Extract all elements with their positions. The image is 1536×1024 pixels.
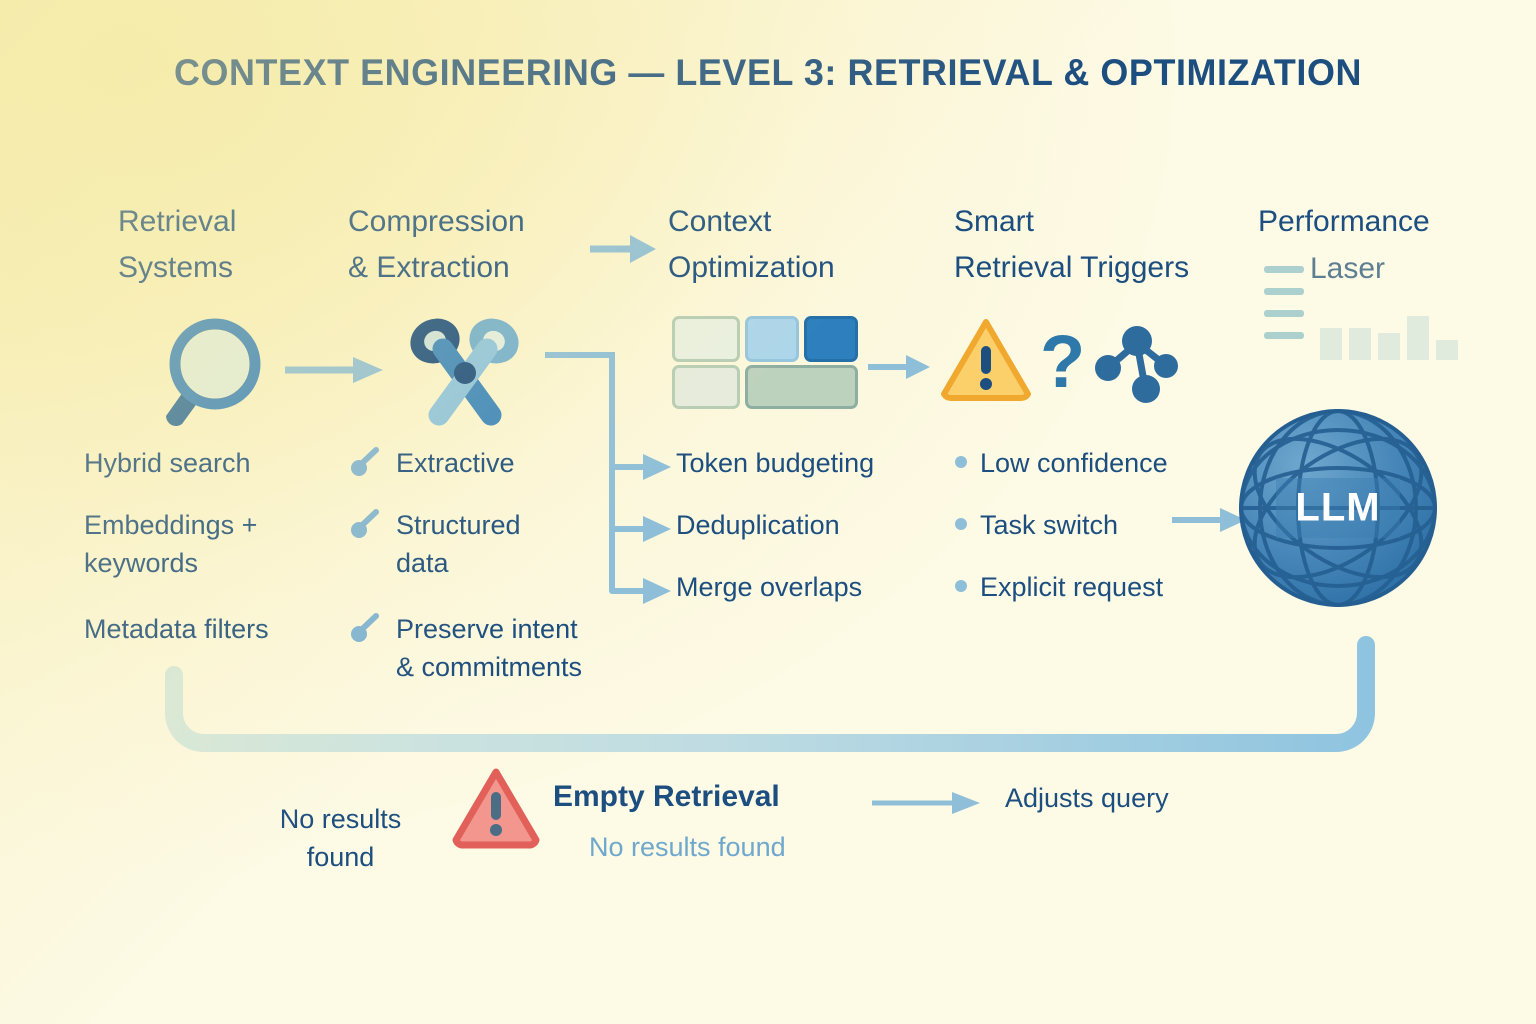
page-title: CONTEXT ENGINEERING — LEVEL 3: RETRIEVAL… — [174, 52, 1362, 93]
list-item: Deduplication — [676, 510, 840, 540]
perf-bar-4 — [1436, 340, 1458, 360]
network-nodes-icon — [1095, 325, 1179, 405]
list-item: Token budgeting — [676, 448, 875, 478]
perf-dash-3 — [1264, 332, 1304, 339]
list-item: Preserve intent & commitments — [396, 614, 583, 683]
perf-bar-1 — [1349, 328, 1371, 360]
perf-bar-chart — [1320, 310, 1458, 360]
list-item: Hybrid search — [84, 448, 251, 478]
column-header-performance: Performance — [1258, 205, 1430, 238]
check-icon — [350, 509, 384, 540]
list-item: Structured data — [396, 510, 521, 579]
perf-bar-3 — [1407, 316, 1429, 360]
question-mark-icon: ? — [1040, 320, 1086, 403]
empty-retrieval-title: Empty Retrieval — [553, 780, 780, 813]
bullet-dot-icon — [954, 455, 968, 469]
list-item: Embeddings + keywords — [84, 510, 258, 579]
branch-connector-icon — [545, 348, 675, 604]
perf-bar-2 — [1378, 333, 1400, 360]
no-results-left-label: No results found — [279, 804, 402, 873]
column-header-retrieval-systems: Retrieval Systems — [118, 205, 237, 284]
list-item: Merge overlaps — [676, 572, 863, 602]
arrow-optimization-to-triggers-icon — [868, 352, 932, 382]
arrow-retrieval-to-compression-icon — [285, 355, 385, 385]
adjusts-query-label: Adjusts query — [1005, 783, 1169, 813]
list-item: Metadata filters — [84, 614, 269, 644]
laser-label: Laser — [1310, 252, 1386, 285]
list-item: Low confidence — [980, 448, 1168, 478]
column-header-smart-retrieval-triggers: Smart Retrieval Triggers — [954, 205, 1190, 284]
arrow-triggers-to-llm-icon — [1172, 505, 1248, 535]
perf-bar-0 — [1320, 328, 1342, 360]
check-icon — [350, 613, 384, 644]
blocks-icon — [672, 316, 858, 409]
llm-globe-icon: LLM — [1238, 408, 1438, 608]
feedback-loop-arrow-icon — [160, 636, 1380, 765]
warning-triangle-icon — [940, 318, 1032, 402]
arrow-empty-to-adjust-icon — [872, 788, 982, 818]
column-header-compression-extraction: Compression & Extraction — [348, 205, 525, 284]
header-arrow-icon — [588, 232, 660, 266]
bullet-dot-icon — [954, 579, 968, 593]
check-icon — [350, 447, 384, 478]
magnifier-icon — [160, 318, 270, 426]
empty-retrieval-warning-icon — [452, 768, 540, 849]
bullet-dot-icon — [954, 517, 968, 531]
scissors-icon — [405, 315, 525, 426]
list-item: Task switch — [980, 510, 1119, 540]
empty-retrieval-subtitle: No results found — [589, 832, 786, 862]
perf-dash-0 — [1264, 266, 1304, 273]
list-item: Explicit request — [980, 572, 1164, 602]
perf-dash-2 — [1264, 310, 1304, 317]
column-header-context-optimization: Context Optimization — [668, 205, 835, 284]
perf-dash-1 — [1264, 288, 1304, 295]
list-item: Extractive — [396, 448, 515, 478]
llm-label: LLM — [1295, 485, 1381, 530]
